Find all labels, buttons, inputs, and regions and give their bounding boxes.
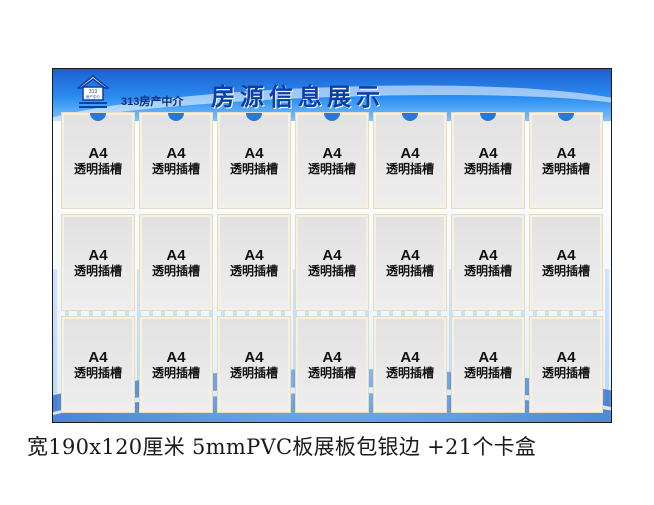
slot-type-label: 透明插槽 xyxy=(463,365,512,380)
slot-notch xyxy=(246,113,262,121)
company-name: 313房产中介 xyxy=(121,96,184,108)
slot-size-label: A4 xyxy=(166,144,186,162)
slot-size-label: A4 xyxy=(556,144,576,162)
house-logo-icon: 313 房产中介 xyxy=(75,75,111,109)
slot-type-label: 透明插槽 xyxy=(541,161,590,176)
slot-size-label: A4 xyxy=(88,246,108,264)
slot-size-label: A4 xyxy=(322,246,342,264)
slot-type-label: 透明插槽 xyxy=(229,161,278,176)
slot-notch xyxy=(480,113,496,121)
slot-size-label: A4 xyxy=(478,144,498,162)
slot-notch xyxy=(402,113,418,121)
slot-size-label: A4 xyxy=(88,144,108,162)
slot-notch xyxy=(90,113,106,121)
board-title: 房源信息展示 xyxy=(211,83,385,111)
slot-type-label: 透明插槽 xyxy=(229,365,278,380)
svg-text:房产中介: 房产中介 xyxy=(86,94,100,99)
slot-size-label: A4 xyxy=(478,348,498,366)
slot-type-label: 透明插槽 xyxy=(73,161,122,176)
slot-type-label: 透明插槽 xyxy=(541,263,590,278)
slot-notch xyxy=(558,113,574,121)
slot-type-label: 透明插槽 xyxy=(73,365,122,380)
slot-type-label: 透明插槽 xyxy=(151,365,200,380)
slot-size-label: A4 xyxy=(400,144,420,162)
slot-type-label: 透明插槽 xyxy=(307,365,356,380)
slot-size-label: A4 xyxy=(244,246,264,264)
slot-type-label: 透明插槽 xyxy=(385,161,434,176)
slot-type-label: 透明插槽 xyxy=(307,263,356,278)
slot-type-label: 透明插槽 xyxy=(307,161,356,176)
slot-size-label: A4 xyxy=(400,246,420,264)
slot-size-label: A4 xyxy=(88,348,108,366)
slot-size-label: A4 xyxy=(556,348,576,366)
slot-type-label: 透明插槽 xyxy=(151,161,200,176)
slot-size-label: A4 xyxy=(400,348,420,366)
header-band xyxy=(53,69,611,121)
slot-type-label: 透明插槽 xyxy=(463,263,512,278)
slot-type-label: 透明插槽 xyxy=(385,263,434,278)
slot-type-label: 透明插槽 xyxy=(151,263,200,278)
slot-size-label: A4 xyxy=(166,348,186,366)
slot-type-label: 透明插槽 xyxy=(541,365,590,380)
svg-text:313: 313 xyxy=(89,89,98,95)
slot-notch xyxy=(324,113,340,121)
slot-size-label: A4 xyxy=(244,144,264,162)
slot-size-label: A4 xyxy=(556,246,576,264)
product-spec-caption: 宽190x120厘米 5mmPVC板展板包银边 +21个卡盒 xyxy=(27,435,537,459)
slot-size-label: A4 xyxy=(166,246,186,264)
slot-type-label: 透明插槽 xyxy=(73,263,122,278)
slot-type-label: 透明插槽 xyxy=(229,263,278,278)
slot-size-label: A4 xyxy=(322,348,342,366)
slot-size-label: A4 xyxy=(322,144,342,162)
slot-size-label: A4 xyxy=(478,246,498,264)
slot-type-label: 透明插槽 xyxy=(385,365,434,380)
slot-type-label: 透明插槽 xyxy=(463,161,512,176)
slot-notch xyxy=(168,113,184,121)
slot-size-label: A4 xyxy=(244,348,264,366)
